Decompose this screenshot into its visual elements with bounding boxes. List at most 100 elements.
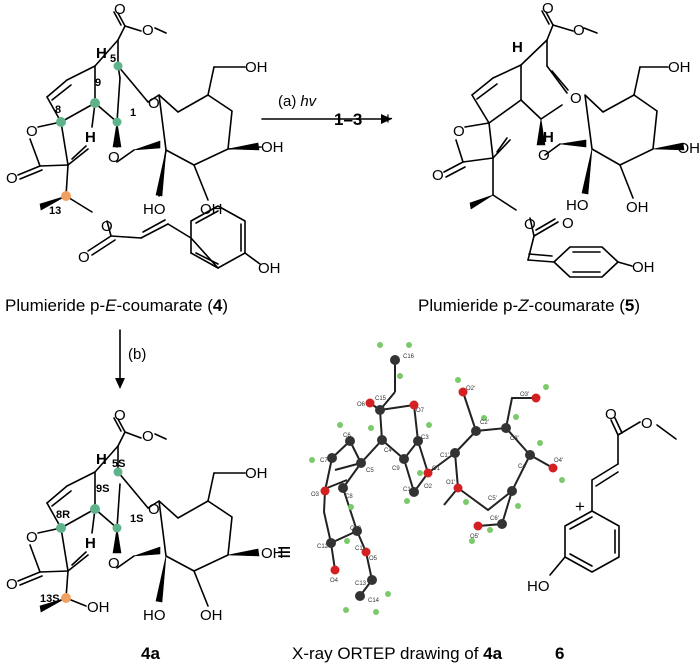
ortep-o7: O7 bbox=[416, 408, 425, 414]
c6-ester-o-label: O bbox=[641, 415, 653, 432]
ortep-c3p: C3' bbox=[510, 436, 519, 442]
oh-6-label-4a: OH bbox=[245, 465, 268, 482]
lactone-o-label-4a: O bbox=[26, 529, 38, 546]
locant-8r: 8R bbox=[56, 509, 70, 521]
ortep-o1p: O1' bbox=[446, 480, 455, 486]
locant-1s: 1S bbox=[130, 513, 143, 525]
oh-3-label-4a: OH bbox=[200, 607, 223, 624]
ortep-o2p: O2' bbox=[466, 386, 475, 392]
ortep-c2p: C2' bbox=[480, 420, 489, 426]
ortep-c11: C11 bbox=[355, 546, 366, 552]
ortep-o5p: O5' bbox=[470, 534, 479, 540]
h5-label-5: H bbox=[512, 39, 523, 56]
ring-o-label-5: O bbox=[570, 90, 582, 107]
locant-8: 8 bbox=[55, 104, 61, 116]
ortep-o4: O4 bbox=[330, 578, 339, 584]
compound-4a-label: 4a bbox=[141, 644, 160, 663]
ortep-c7: C7 bbox=[320, 458, 328, 464]
h9-label-4: H bbox=[85, 129, 96, 146]
ortep-c5: C5 bbox=[366, 468, 374, 474]
c4-ester-o-label-4a: O bbox=[142, 428, 154, 445]
ortep-c16: C16 bbox=[403, 354, 415, 360]
oh-2-label-4a: HO bbox=[143, 607, 166, 624]
plus-sign-top: + bbox=[383, 109, 393, 128]
ortep-o5: O5 bbox=[369, 556, 378, 562]
ring-o-label-4: O bbox=[148, 95, 160, 112]
ortep-o6: O6 bbox=[357, 402, 366, 408]
arrow-a-prefix: (a) bbox=[278, 93, 296, 110]
ortep-c5p: C5' bbox=[488, 496, 497, 502]
h5-label-4: H bbox=[96, 45, 107, 62]
locant-1: 1 bbox=[130, 107, 136, 119]
ring-o-label-4a: O bbox=[148, 501, 160, 518]
ortep-c3: C3 bbox=[421, 435, 429, 441]
compound-6-structure: O O HO bbox=[527, 406, 677, 595]
lactone-carbonyl-o-label-4: O bbox=[6, 170, 18, 187]
oh-4-label-4a: OH bbox=[261, 545, 284, 562]
equivalence-sign: ≡ bbox=[277, 539, 291, 566]
reaction-arrow-a: (a)hv bbox=[261, 93, 392, 124]
ortep-drawing: C16 O6 C15 O7 C4 C5 C6 C7 C8 C9 C3 O1 C1… bbox=[309, 342, 565, 615]
locant-13: 13 bbox=[49, 205, 61, 217]
compound-5-structure: O O O O O O O O H H OH OH OH HO OH bbox=[432, 0, 700, 278]
c6-carbonyl-o-label: O bbox=[605, 406, 617, 423]
c13-oh-label-4a: OH bbox=[87, 599, 110, 616]
ortep-c8: C8 bbox=[345, 494, 353, 500]
compound-6-label: 6 bbox=[555, 644, 564, 663]
ester-o-label-5: O bbox=[524, 216, 536, 233]
compound-4-caption: Plumieride p-E-coumarate (4) bbox=[5, 296, 228, 315]
locant-5: 5 bbox=[110, 53, 116, 65]
ester-carbonyl-o-label-5: O bbox=[562, 215, 574, 232]
oh-3-label-4: OH bbox=[200, 201, 223, 218]
locant-5s: 5S bbox=[112, 458, 125, 470]
lactone-o-label-4: O bbox=[26, 123, 38, 140]
locant-9s: 9S bbox=[96, 483, 109, 495]
ortep-c9: C9 bbox=[392, 466, 400, 472]
ortep-c4p: C4' bbox=[518, 464, 527, 470]
arrow-b-label: (b) bbox=[128, 346, 146, 363]
svg-text:(a)hv: (a)hv bbox=[278, 93, 318, 110]
ortep-o3: O3 bbox=[311, 492, 320, 498]
oh-2-label-4: HO bbox=[143, 201, 166, 218]
lactone-o-label-5: O bbox=[453, 123, 465, 140]
ortep-c1: C1 bbox=[403, 487, 411, 493]
oh-4-label-5: OH bbox=[678, 140, 700, 157]
compound-5-caption: Plumieride p-Z-coumarate (5) bbox=[418, 296, 640, 315]
ortep-c4: C4 bbox=[384, 448, 392, 454]
glycoside-o-label-5: O bbox=[538, 147, 550, 164]
ortep-o2: O2 bbox=[424, 484, 433, 490]
h1-label-5: H bbox=[543, 129, 554, 146]
oh-3-label-5: OH bbox=[626, 199, 649, 216]
compound-4-structure: O O O O O O O O H H OH OH OH HO OH 5 8 9… bbox=[6, 1, 284, 277]
oh-2-label-5: HO bbox=[566, 197, 589, 214]
ortep-caption: X-ray ORTEP drawing of 4a bbox=[292, 644, 503, 663]
products-1-3: 1–3 bbox=[334, 110, 362, 129]
plus-sign-bottom: + bbox=[575, 497, 585, 516]
c6-ho-label: HO bbox=[527, 578, 550, 595]
compound-4a-structure: O O O O O O H H OH OH OH OH HO 5S 8R 9S … bbox=[6, 407, 284, 624]
c4-carbonyl-o-label-5: O bbox=[542, 0, 554, 17]
glycoside-o-label-4a: O bbox=[108, 555, 120, 572]
oh-6-label-5: OH bbox=[668, 59, 691, 76]
c4-ester-o-label-5: O bbox=[573, 22, 585, 39]
ester-o-label-4: O bbox=[101, 218, 113, 235]
ortep-c13: C13 bbox=[355, 581, 367, 587]
oh-6-label-4: OH bbox=[245, 59, 268, 76]
ortep-c14: C14 bbox=[368, 598, 380, 604]
h9-label-4a: H bbox=[85, 535, 96, 552]
c4-carbonyl-o-label: O bbox=[114, 1, 126, 18]
ortep-o4p: O4' bbox=[554, 458, 563, 464]
ortep-c15: C15 bbox=[375, 396, 387, 402]
lactone-carbonyl-o-label-5: O bbox=[432, 167, 444, 184]
locant-13s: 13S bbox=[40, 593, 60, 605]
oh-4-label-4: OH bbox=[261, 139, 284, 156]
ortep-c6: C6 bbox=[343, 433, 351, 439]
ortep-c10: C10 bbox=[350, 526, 362, 532]
ester-carbonyl-o-label-4: O bbox=[78, 249, 90, 266]
locant-9: 9 bbox=[95, 77, 101, 89]
arrow-a-reagent: hv bbox=[300, 93, 317, 110]
reaction-arrow-b: (b) bbox=[115, 329, 146, 389]
lactone-carbonyl-o-label-4a: O bbox=[6, 576, 18, 593]
ortep-o1: O1 bbox=[432, 466, 441, 472]
